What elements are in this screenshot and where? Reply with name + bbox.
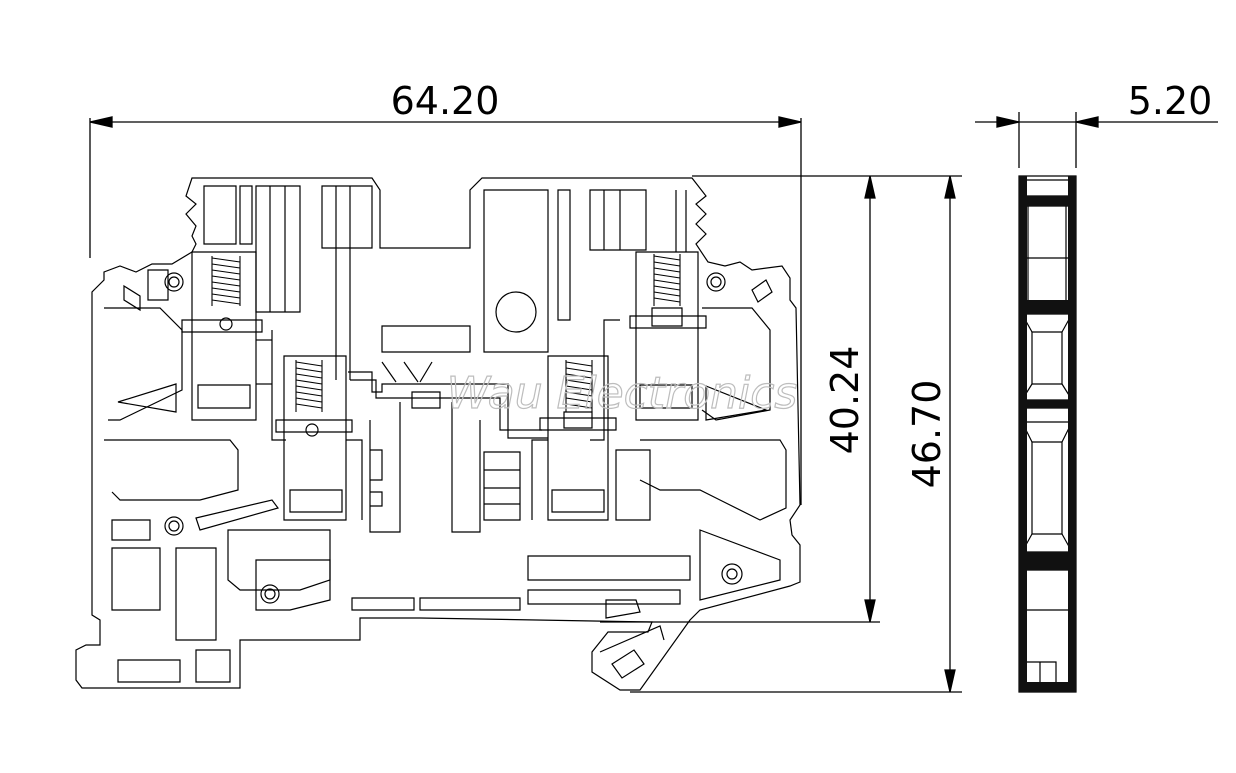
dimension-total-height (630, 175, 962, 693)
dimension-width-label: 64.20 (391, 79, 500, 123)
busbar (348, 371, 548, 439)
dimension-side-width-label: 5.20 (1128, 79, 1213, 123)
dimension-side-width (975, 112, 1218, 168)
front-outer-contour (75, 177, 801, 691)
dimension-inner-height-label: 40.24 (823, 346, 867, 455)
watermark: Wau Electronics (447, 368, 798, 419)
terminal-block-front-view (75, 177, 801, 691)
spring-coils (211, 254, 681, 412)
terminal-block-side-view (1018, 175, 1077, 693)
dimension-width (89, 116, 802, 505)
dimension-total-height-label: 46.70 (905, 380, 949, 489)
side-view-dark-fill (1019, 176, 1076, 692)
